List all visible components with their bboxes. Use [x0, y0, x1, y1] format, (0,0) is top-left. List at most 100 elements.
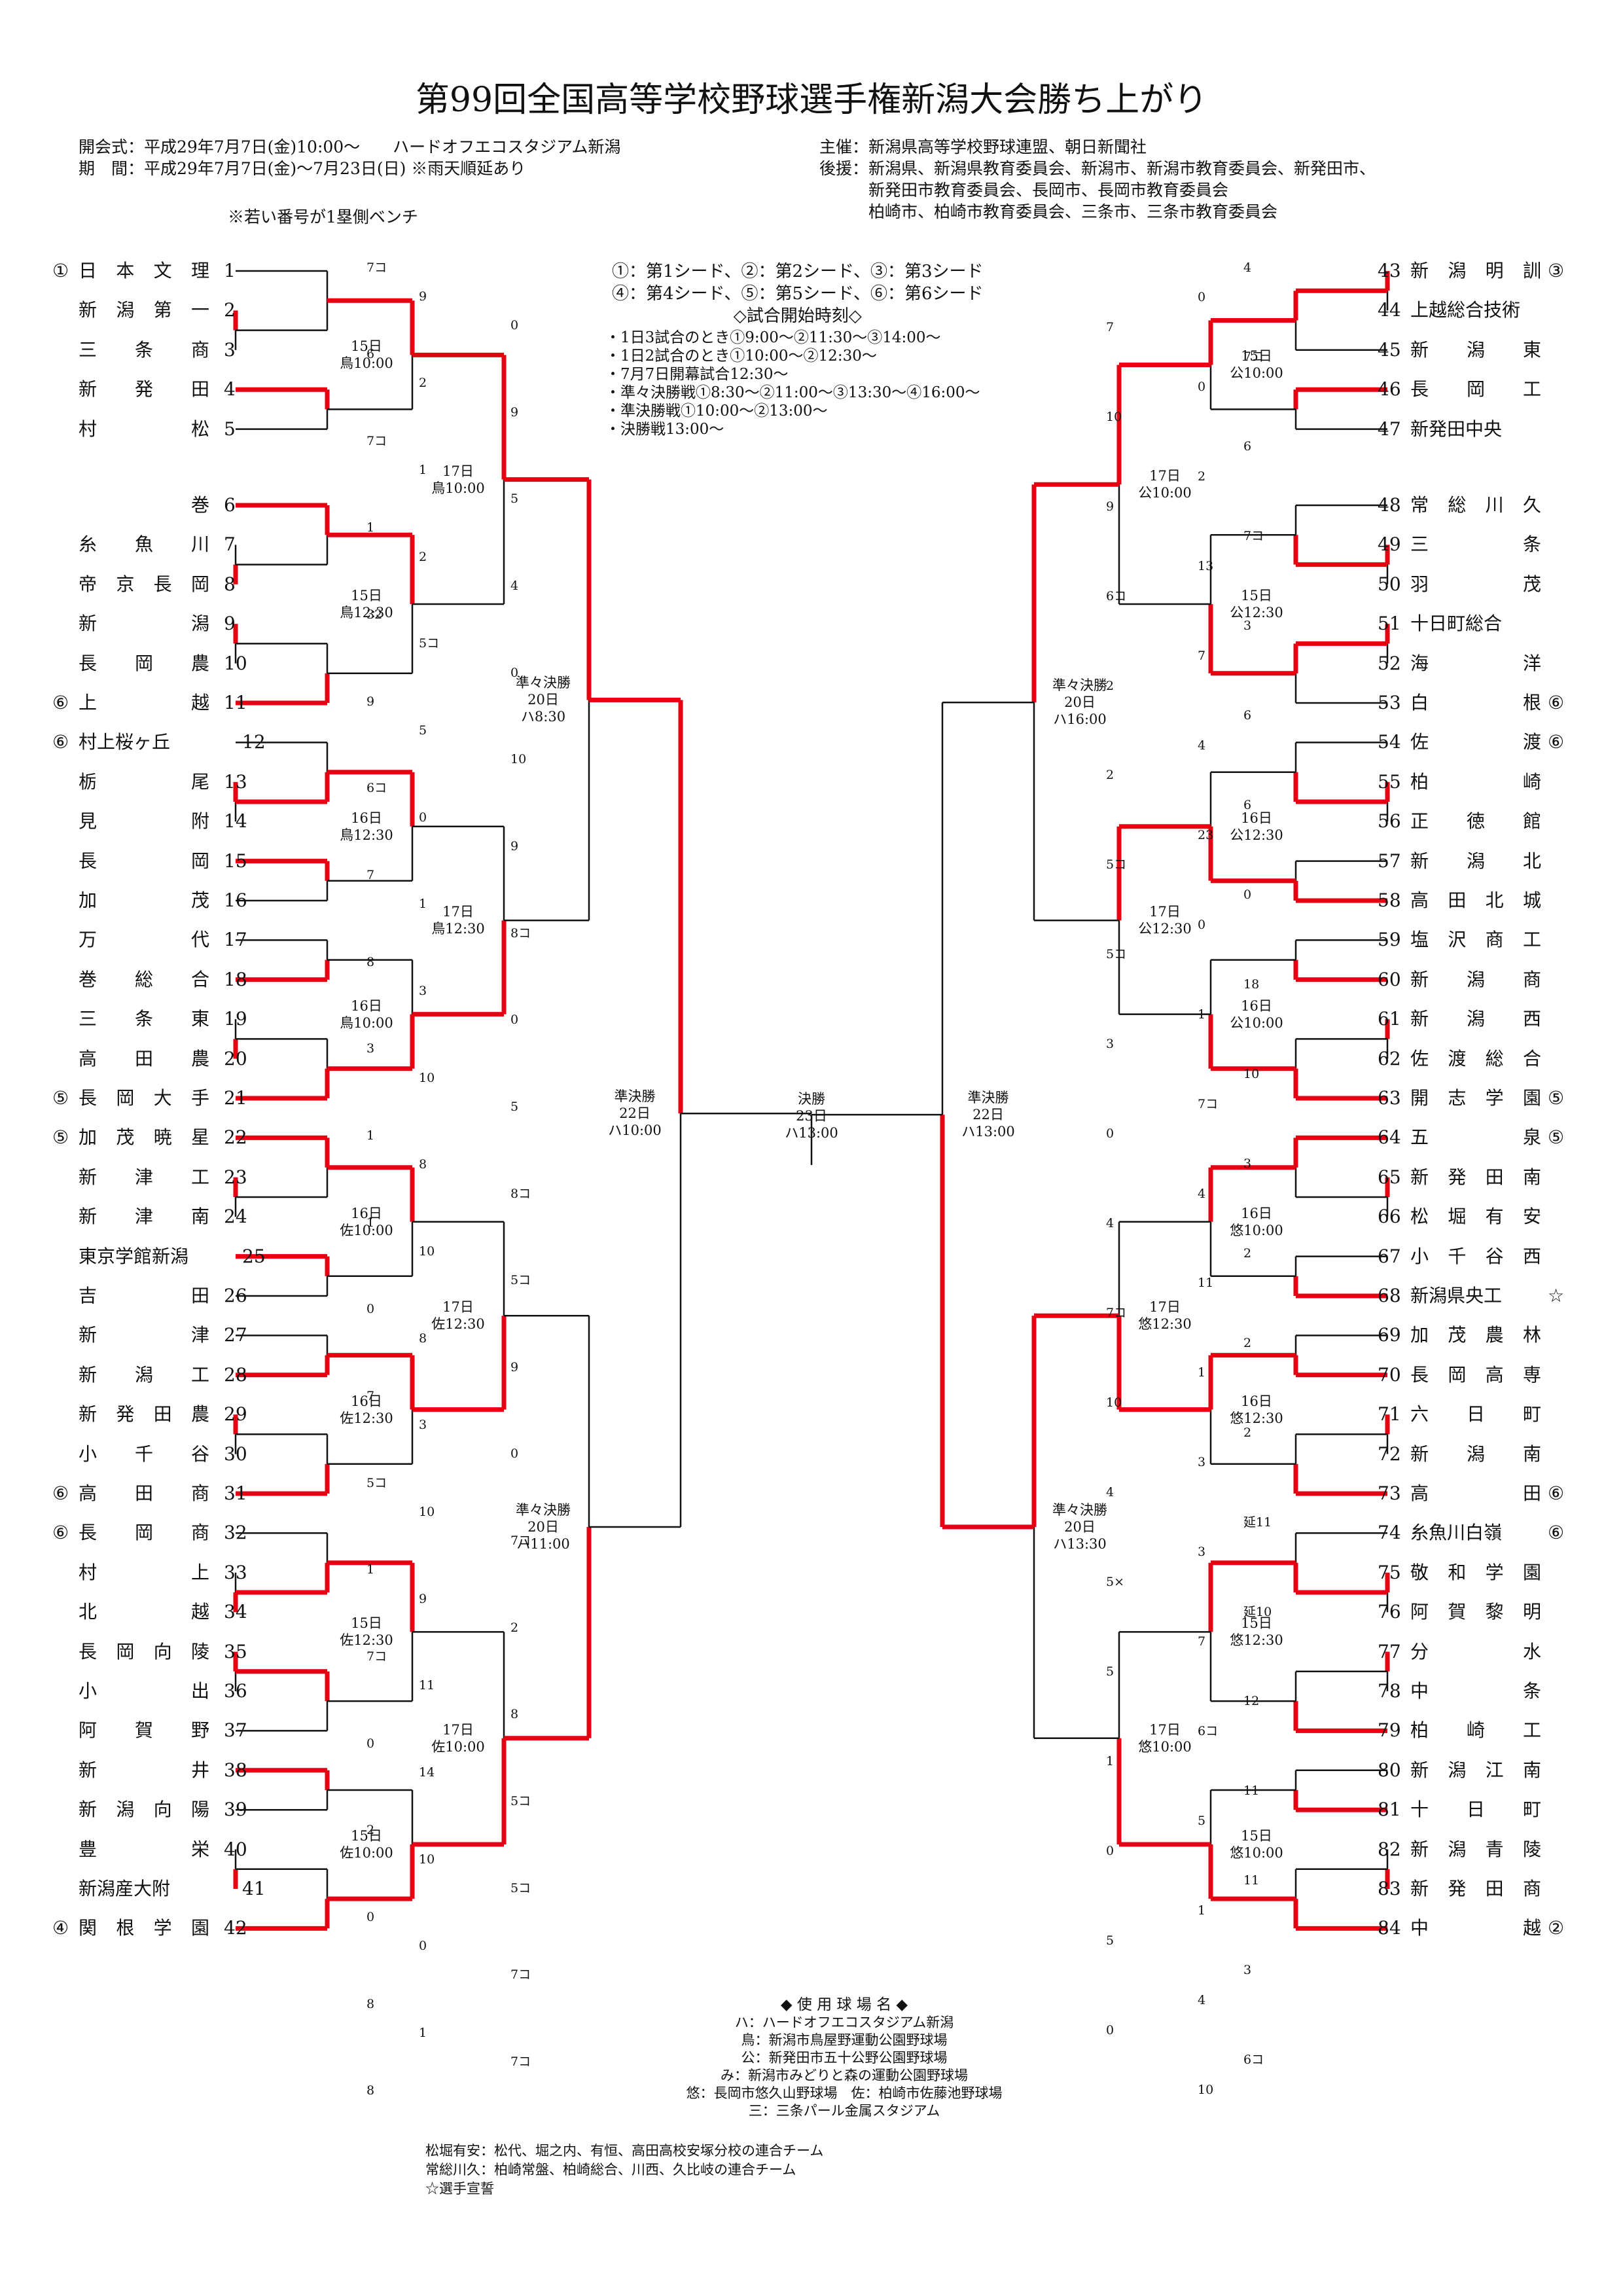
score: 7コ [1243, 350, 1264, 364]
score: 10 [419, 1244, 435, 1259]
team-name: 新潟 [79, 613, 209, 635]
team-name: 加茂暁星 [79, 1126, 209, 1149]
score: 8 [366, 2083, 375, 2098]
score: 1 [1198, 1365, 1206, 1380]
team-number: 59 [1378, 929, 1401, 951]
team-name: 十日町 [1410, 1799, 1541, 1821]
match-info: 17日佐10:00 [431, 1721, 485, 1755]
team-number: 76 [1378, 1601, 1401, 1623]
team-number: 5 [224, 418, 236, 440]
score: 3 [1243, 1963, 1252, 1977]
match-info: 16日公12:30 [1230, 810, 1283, 843]
score: 2 [366, 1823, 375, 1837]
score: 3 [1243, 619, 1252, 633]
match-info: 15日佐12:30 [340, 1615, 393, 1649]
team-name: 新潟明訓 [1410, 260, 1541, 281]
bench-note: ※若い番号が1塁側ベンチ [228, 207, 418, 226]
team-name: 高田 [1410, 1482, 1541, 1504]
seed-legend-line-1: ①：第1シード、②：第2シード、③：第3シード [612, 262, 984, 281]
team-name: 巻 [190, 494, 209, 516]
team-name: 東京学館新潟 [79, 1245, 189, 1267]
team-number: 9 [224, 613, 236, 635]
team-number: 61 [1378, 1008, 1401, 1030]
team-number: 42 [224, 1917, 247, 1939]
team-name: 阿賀野 [79, 1719, 209, 1742]
match-info: 16日佐12:30 [340, 1393, 393, 1426]
score: 3 [1198, 1545, 1206, 1559]
match-info: 15日悠10:00 [1230, 1828, 1283, 1861]
team-number: 19 [224, 1008, 247, 1030]
team-number: 27 [224, 1324, 247, 1346]
team-name: 新発田中央 [1410, 418, 1503, 440]
score: 1 [419, 463, 427, 477]
team-number: 80 [1378, 1759, 1401, 1781]
team-name: 中条 [1410, 1680, 1541, 1702]
team-name: 新潟江南 [1410, 1759, 1541, 1781]
venue-line: み：新潟市みどりと森の運動公園野球場 [721, 2068, 968, 2083]
score: 2 [1243, 1336, 1252, 1350]
team-number: 58 [1378, 889, 1401, 911]
score: 5コ [510, 1273, 531, 1287]
team-name: 佐渡 [1410, 731, 1541, 753]
score: 11 [1243, 1784, 1260, 1798]
team-name: 村松 [79, 418, 209, 440]
team-number: 48 [1378, 494, 1401, 516]
team-name: 開志学園 [1410, 1087, 1541, 1109]
venue-line: 悠：長岡市悠久山野球場 佐：柏崎市佐藤池野球場 [686, 2085, 1003, 2101]
score: 延10 [1243, 1605, 1272, 1619]
score: 6 [1243, 708, 1252, 723]
team-number: 75 [1378, 1561, 1401, 1583]
score: 8コ [510, 1187, 531, 1201]
team-name: 新潟南 [1410, 1443, 1541, 1465]
seed-mark: ⑥ [1548, 692, 1565, 713]
score: 5 [419, 723, 427, 738]
team-number: 54 [1378, 731, 1401, 753]
score: 5コ [419, 636, 440, 651]
team-number: 66 [1378, 1206, 1401, 1228]
team-number: 12 [242, 731, 266, 753]
team-name: 海洋 [1410, 652, 1541, 674]
team-name: 巻総合 [79, 968, 209, 990]
team-name: 新潟商 [1410, 968, 1541, 990]
score: 3 [366, 1041, 375, 1056]
score: 10 [510, 752, 527, 766]
seed-mark: ⑥ [1548, 1522, 1565, 1544]
seed-mark: ⑤ [1548, 1126, 1565, 1149]
seed-legend-line-2: ④：第4シード、⑤：第5シード、⑥：第6シード [612, 284, 984, 304]
score: 1 [366, 1562, 375, 1577]
team-name: 新井 [79, 1759, 209, 1781]
score: 5 [1106, 1933, 1115, 1948]
seed-mark: ⑥ [52, 731, 69, 753]
score: 6 [366, 347, 375, 361]
score: 5コ [1106, 857, 1127, 872]
score: 6コ [1243, 2053, 1264, 2067]
team-name: 万代 [79, 929, 209, 951]
seed-mark: ⑤ [52, 1087, 69, 1109]
seed-mark: ⑥ [52, 1482, 69, 1504]
match-info: 16日鳥12:30 [340, 810, 393, 843]
team-entry: 新潟 9 [52, 611, 249, 637]
score: 2 [510, 1621, 519, 1635]
score: 5× [1106, 1575, 1125, 1589]
score: 23 [1198, 828, 1214, 842]
